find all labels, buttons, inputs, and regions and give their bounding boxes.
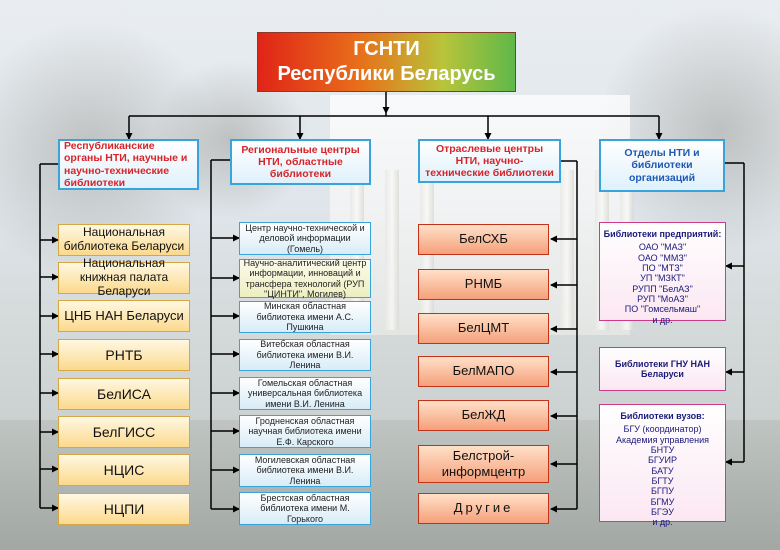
node-national-library: Национальная библиотека Беларуси bbox=[58, 224, 190, 256]
node-brest-library: Брестская областная библиотека имени М. … bbox=[239, 492, 371, 525]
enterprise-item: РУП "МоАЗ" bbox=[637, 294, 688, 305]
node-enterprise-libraries: Библиотеки предприятий: ОАО "МАЗ" ОАО "М… bbox=[599, 222, 726, 325]
university-item: БГПУ bbox=[651, 486, 674, 497]
enterprise-item: ОАО "ММЗ" bbox=[638, 252, 687, 263]
header-republican: Республиканские органы НТИ, научные и на… bbox=[58, 139, 199, 190]
university-item: БГМУ bbox=[650, 496, 675, 507]
node-ncpi: НЦПИ bbox=[58, 493, 190, 525]
enterprise-libraries-title: Библиотеки предприятий: bbox=[603, 229, 722, 239]
node-rnmb: РНМБ bbox=[418, 269, 549, 300]
university-item: БНТУ bbox=[650, 445, 675, 456]
nan-libraries-title: Библиотеки ГНУ НАН Беларуси bbox=[614, 358, 710, 379]
node-grodno-library: Гродненская областная научная библиотека… bbox=[239, 415, 371, 448]
enterprise-item: и др. bbox=[652, 314, 673, 325]
university-item: БГУ (координатор) bbox=[623, 424, 702, 435]
university-item: и др. bbox=[652, 517, 673, 528]
node-national-book-chamber: Национальная книжная палата Беларуси bbox=[58, 256, 190, 298]
enterprise-item: УП "МЗКТ" bbox=[640, 273, 685, 284]
university-item: Академия управления bbox=[615, 434, 710, 445]
enterprise-item: ОАО "МАЗ" bbox=[638, 242, 687, 253]
node-belgiss: БелГИСС bbox=[58, 416, 190, 448]
node-cinti-mogilev: Научно-аналитический центр информации, и… bbox=[239, 258, 371, 299]
header-organizations: Отделы НТИ и библиотеки организаций bbox=[599, 139, 725, 192]
title-line2: Республики Беларусь bbox=[277, 63, 496, 85]
node-mogilev-library: Могилевская областная библиотека имени В… bbox=[239, 454, 371, 487]
university-libraries-title: Библиотеки вузов: bbox=[620, 411, 705, 421]
node-belzhd: БелЖД bbox=[418, 400, 549, 431]
node-others: Другие bbox=[418, 493, 549, 524]
university-item: БГЭУ bbox=[651, 507, 674, 518]
node-vitebsk-library: Витебская областная библиотека имени В.И… bbox=[239, 339, 371, 371]
university-item: БГУИР bbox=[648, 455, 677, 466]
node-university-libraries: Библиотеки вузов: БГУ (координатор) Акад… bbox=[599, 404, 726, 527]
node-belshb: БелСХБ bbox=[418, 224, 549, 255]
header-regional: Региональные центры НТИ, областные библи… bbox=[230, 139, 371, 185]
enterprise-item: ПО "МТЗ" bbox=[642, 263, 683, 274]
node-minsk-library: Минская областная библиотека имени А.С. … bbox=[239, 301, 371, 333]
enterprise-item: ПО "Гомсельмаш" bbox=[624, 304, 701, 315]
node-belisa: БелИСА bbox=[58, 378, 190, 410]
node-belcmt: БелЦМТ bbox=[418, 313, 549, 344]
title-box: ГСНТИ Республики Беларусь bbox=[257, 32, 516, 92]
node-belstroy: Белстрой-информцентр bbox=[418, 445, 549, 483]
title-line1: ГСНТИ bbox=[353, 38, 420, 60]
university-item: БАТУ bbox=[651, 465, 674, 476]
enterprise-item: РУПП "БелАЗ" bbox=[632, 283, 693, 294]
node-belmapo: БелМАПО bbox=[418, 356, 549, 387]
university-item: БГТУ bbox=[651, 476, 674, 487]
node-ncis: НЦИС bbox=[58, 454, 190, 486]
node-nan-libraries: Библиотеки ГНУ НАН Беларуси bbox=[599, 347, 726, 391]
node-gomel-info-center: Центр научно-технической и деловой инфор… bbox=[239, 222, 371, 255]
header-industry: Отраслевые центры НТИ, научно-технически… bbox=[418, 139, 561, 183]
node-gomel-library: Гомельская областная универсальная библи… bbox=[239, 377, 371, 410]
node-rntb: РНТБ bbox=[58, 339, 190, 371]
node-cnb-nan: ЦНБ НАН Беларуси bbox=[58, 300, 190, 332]
